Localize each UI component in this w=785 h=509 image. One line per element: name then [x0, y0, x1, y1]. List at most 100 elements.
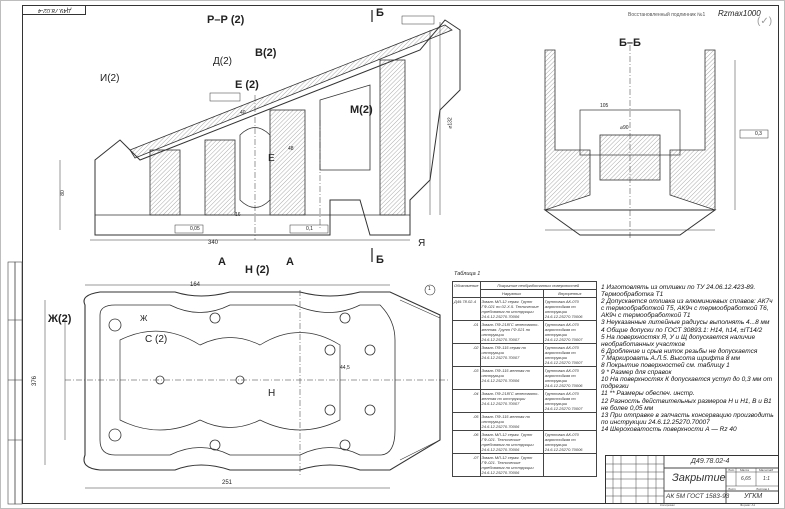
note: 1 Изготовлять из отливки по ТУ 24.06.12.…	[601, 284, 756, 299]
cut-b-bottom-label: Б	[376, 254, 384, 266]
view-n-label: Н (2)	[245, 264, 270, 276]
note: 3 Неуказанные литейные радиусы выполнять…	[601, 319, 770, 327]
cell-id: -01	[452, 320, 481, 344]
tb-sheets: Листов 1	[756, 487, 770, 491]
cell-inner: Грунтовка АК-070 жаростойкая по инструкц…	[542, 366, 598, 390]
dim-164: 164	[190, 282, 201, 288]
note: 5 На поверхностях Я, У и Щ допускается н…	[601, 333, 756, 348]
cell-id: Д49.78.02-4	[452, 297, 481, 321]
cut-b-top-label: Б	[376, 7, 384, 19]
cell-id: -05	[452, 412, 481, 431]
view-s-label: С (2)	[145, 334, 168, 345]
dim-80: 80	[59, 190, 66, 196]
view-v-label: В(2)	[255, 47, 277, 59]
mark-e: Е	[268, 153, 275, 164]
tb-designation: Д49.78.02-4	[691, 458, 730, 465]
main-view	[59, 10, 461, 262]
view-e-label: Е (2)	[235, 79, 259, 91]
tb-col-mass: Масса	[740, 468, 749, 472]
tol-01: 0,1	[306, 226, 313, 232]
view-i-label: И(2)	[100, 73, 120, 84]
dim-d90: ⌀90	[620, 125, 629, 131]
view-a-left-label: А	[218, 256, 226, 268]
plan-view	[44, 284, 450, 489]
table1-title: Таблица 1	[454, 271, 481, 277]
cell-id: -02	[452, 343, 481, 367]
note: 10 На поверхностях К допускается уступ д…	[601, 376, 773, 391]
th-coating: Покрытие необработанных поверхностей	[479, 281, 598, 290]
note: 6 Дробление и срыв ниток резьбы не допус…	[601, 347, 758, 355]
cell-outer: Эмаль ПФ-115 желтая по инструкции 24.6.1…	[479, 366, 544, 390]
dim-340: 340	[208, 240, 219, 246]
note: 7 Маркировать А.Л.5. Высота шрифта 8 мм	[601, 354, 741, 362]
view-zh-label: Ж(2)	[48, 313, 72, 325]
cell-outer: Эмаль ПФ-218ГС зеленовато-желтая. Грунт …	[479, 320, 544, 344]
copied-label: Копировал	[660, 503, 676, 507]
cell-outer: Эмаль ПФ-218ГС зеленовато-желтая по инст…	[479, 389, 544, 413]
cell-outer: Эмаль ПФ-115 желтая по инструкции 24.6.1…	[479, 412, 544, 431]
dim-16: 16	[235, 212, 241, 218]
tb-col-scale: Масштаб	[759, 468, 774, 472]
cell-inner	[542, 453, 598, 477]
cell-outer: Эмаль МЛ-12 серая. Грунт ГФ-021. Техниче…	[479, 430, 544, 454]
drawing-frame	[22, 5, 779, 504]
note: 12 Разность действительных размеров Н и …	[601, 397, 772, 412]
note: 11 ** Размеры обеспеч. инстр.	[601, 390, 695, 398]
tb-organization: УГКМ	[744, 493, 763, 500]
th-designation: Обозначение	[452, 281, 481, 298]
technical-requirements: 1 Изготовлять из отливки по ТУ 24.06.12.…	[601, 284, 777, 433]
section-bb-view	[543, 45, 769, 240]
note: 8 Покрытие поверхностей см. таблицу 1	[601, 362, 730, 370]
note: 4 Общие допуски по ГОСТ 30893.1: H14, h1…	[601, 326, 763, 334]
dim-40: 40	[240, 110, 246, 116]
dim-376: 376	[32, 375, 39, 387]
tb-material: АК 5М ГОСТ 1583-93	[666, 493, 730, 500]
cell-id: -04	[452, 389, 481, 413]
left-margin-strips	[7, 261, 23, 505]
format-label: Формат A1	[740, 503, 756, 507]
mark-ya: Я	[418, 238, 426, 249]
cell-inner: Грунтовка АК-070 жаростойкая по инструкц…	[542, 343, 598, 367]
cell-outer: Эмаль ПФ-115 серая по инструкции 24.6.12…	[479, 343, 544, 367]
dim-48: 48	[288, 146, 294, 152]
tol-03: 0,3	[755, 131, 762, 137]
tb-col-lit: Лит.	[728, 468, 736, 472]
section-pp-label: Р–Р (2)	[207, 14, 245, 26]
mark-n: Н	[268, 388, 276, 399]
cell-id: -07	[452, 453, 481, 477]
cell-inner: Грунтовка АК-070 жаростойкая по инструкц…	[542, 297, 598, 321]
cell-id: -03	[452, 366, 481, 390]
roughness-check-icon: (✓)	[757, 16, 773, 27]
restored-note: Восстановленный подлинник №1	[628, 12, 706, 18]
dim-d132: ⌀132	[447, 117, 454, 129]
view-m-label: М(2)	[350, 104, 373, 116]
mark-zh: Ж	[140, 314, 148, 323]
cell-inner: Грунтовка АК-070 жаростойкая по инструкц…	[542, 430, 598, 454]
th-outer: Наружных	[479, 289, 544, 298]
th-inner: Внутренних	[542, 289, 598, 298]
cell-inner	[542, 412, 598, 431]
roughness-label: Rzmax1000	[718, 9, 761, 18]
title-block-grid	[606, 456, 778, 503]
cell-outer: Эмаль МЛ-12 серая. Грунт ГФ-021 по 02.Х.…	[479, 297, 544, 321]
note: 14 Шероховатость поверхности А — Rz 40	[601, 425, 737, 433]
cell-inner: Грунтовка АК-070 жаростойкая по инструкц…	[542, 389, 598, 413]
view-d-label: Д(2)	[213, 56, 232, 67]
note: 2 Допускается отливка из алюминиевых спл…	[601, 298, 773, 320]
tb-scale: 1:1	[763, 476, 770, 482]
tol-005: 0,05	[190, 226, 200, 232]
note: 13 При отправке в запчасть консервацию п…	[601, 411, 774, 426]
balloon-1: 1	[428, 286, 431, 292]
dim-105: 105	[600, 103, 609, 109]
rotated-designation-stamp: Д49.78.02-4	[22, 5, 86, 15]
dim-44-5: 44,5	[340, 365, 350, 371]
cell-outer: Эмаль МЛ-12 серая. Грунт ГФ-021. Техниче…	[479, 453, 544, 477]
